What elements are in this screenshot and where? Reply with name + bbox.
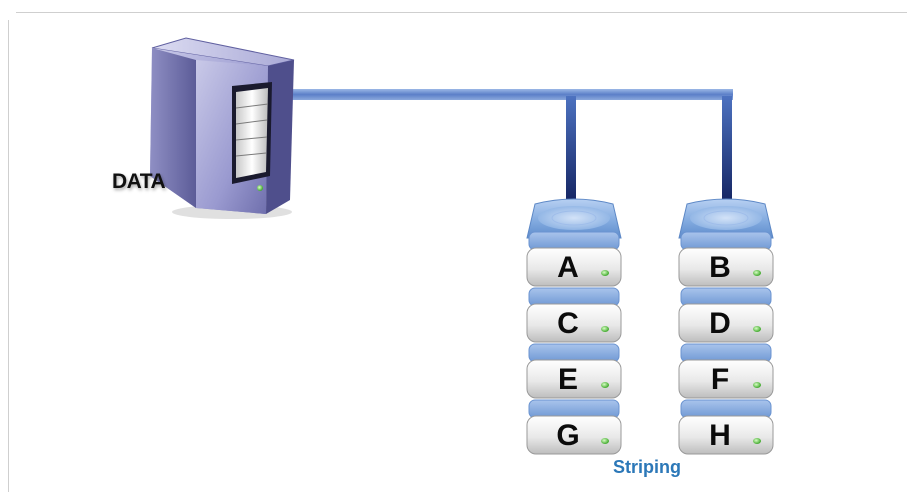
server-led-icon	[257, 185, 263, 191]
disk-label: E	[558, 363, 578, 396]
disk-label: F	[711, 363, 729, 396]
disk-label: H	[709, 419, 731, 452]
disk-drive: B	[678, 231, 774, 287]
disk-drive: C	[526, 287, 622, 343]
cable-horizontal	[290, 89, 733, 100]
disk-led-icon	[601, 270, 609, 276]
disk-drive: D	[678, 287, 774, 343]
disk-led-icon	[753, 382, 761, 388]
disk-led-icon	[601, 382, 609, 388]
frame-border-left	[8, 20, 9, 492]
disk-label: G	[556, 419, 579, 452]
disk-label: A	[557, 251, 579, 284]
disk-led-icon	[753, 270, 761, 276]
striping-caption: Striping	[613, 457, 681, 477]
disk-drive: A	[526, 231, 622, 287]
disk-label: D	[709, 307, 731, 340]
disk-led-icon	[753, 326, 761, 332]
disk-drive: H	[678, 399, 774, 455]
disk-drive: G	[526, 399, 622, 455]
disk-drive: F	[678, 343, 774, 399]
network-cables	[290, 89, 733, 218]
disk-stack-cap	[526, 198, 622, 239]
cable-drop-right	[722, 96, 732, 218]
disk-label: C	[557, 307, 579, 340]
disk-label: B	[709, 251, 731, 284]
disk-led-icon	[601, 326, 609, 332]
disk-stack-cap	[678, 198, 774, 239]
disk-led-icon	[753, 438, 761, 444]
disk-drive: E	[526, 343, 622, 399]
frame-border-top	[16, 12, 907, 13]
server-tower-icon	[150, 37, 295, 219]
cable-drop-left	[566, 96, 576, 218]
disk-led-icon	[601, 438, 609, 444]
server-label: DATA	[112, 170, 166, 193]
